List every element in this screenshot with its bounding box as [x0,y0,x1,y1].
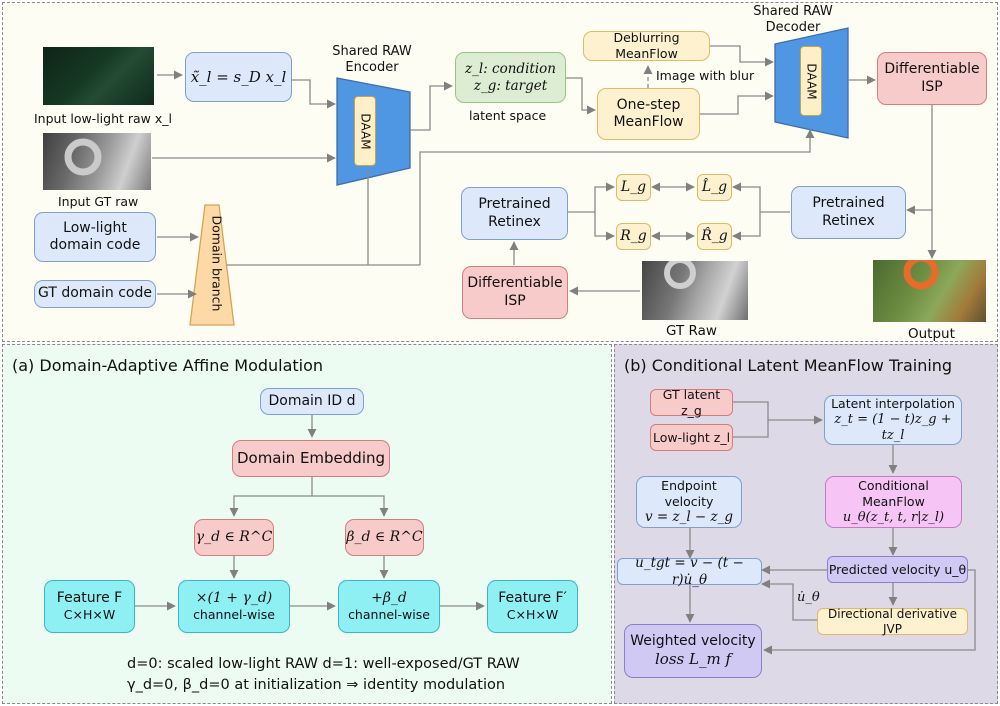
one-step-meanflow-box: One-step MeanFlow [597,88,700,140]
feature-output-shape: C×H×W [506,607,559,623]
scaled-input-box: x̃_l = s_D x_l [185,52,292,102]
weighted-velocity-loss-label: Weighted velocity [630,632,756,649]
latent-condition-text: z_l: condition [465,60,556,77]
decoder-daam-module: DAAM [800,46,822,116]
daam-note-domain: d=0: scaled low-light RAW d=1: well-expo… [127,656,520,672]
feature-input-box: Feature F C×H×W [44,580,135,633]
channel-add-formula: +β_d [371,589,407,606]
encoder-daam-label: DAAM [358,112,373,150]
input-gt-raw-label: Input GT raw [58,194,139,209]
endpoint-velocity-formula: v = z_l − z_g [644,509,734,526]
conditional-meanflow-formula: u_θ(z_t, t, r|z_l) [842,509,945,525]
gt-raw-lifebuoy-icon [664,257,696,289]
pretrained-retinex-right-box: Pretrained Retinex [791,186,906,239]
lowlight-domain-code-box: Low-light domain code [34,212,156,262]
arrow-jvp-to-utgt [761,579,817,621]
lowlight-latent-box: Low-light z_l [650,424,733,451]
L-g-box: L_g [616,174,651,201]
arrow-deblur-to-decoder [710,45,774,67]
domain-branch-shape [189,204,235,326]
lifebuoy-icon [64,138,102,176]
channel-multiply-formula: ×(1 + γ_d) [195,589,273,606]
gt-raw-label: GT Raw [666,323,717,339]
decoder-daam-label: DAAM [804,62,819,100]
latent-target-text: z_g: target [473,77,548,94]
conditional-meanflow-label: Conditional MeanFlow [858,478,929,509]
feature-input-shape: C×H×W [63,607,116,623]
line-gtlatent-to-interp [733,401,769,420]
R-hat-g-box: R̂_g [697,223,732,250]
domain-embedding-box: Domain Embedding [232,440,390,477]
latent-space-caption: latent space [469,108,547,123]
gamma-box: γ_d ∈ R^C [194,519,274,556]
weighted-velocity-loss-formula: loss L_m f [655,650,731,669]
output-image [873,254,986,322]
predicted-velocity-box: Predicted velocity u_θ [827,556,968,583]
channel-multiply-box: ×(1 + γ_d) channel-wise [178,580,290,633]
line-embedding-to-beta [312,495,389,517]
arrow-predicted-to-loss [763,569,976,655]
daam-panel-title: (a) Domain-Adaptive Affine Modulation [12,356,324,375]
output-label: Output [908,326,955,342]
arrow-to-Lhat [732,182,761,212]
gt-domain-code-box: GT domain code [34,280,156,308]
feature-input-label: Feature F [56,589,123,606]
latent-interpolation-label: Latent interpolation [831,395,955,411]
gt-raw-image [642,257,748,320]
gt-latent-box: GT latent z_g [650,387,733,418]
arrow-latent-to-meanflow [566,77,596,115]
arrow-meanflow-to-decoder [700,91,774,115]
endpoint-velocity-label: Endpoint velocity [661,477,717,509]
line-lowlight-to-interp [733,415,823,438]
line-branch-to-decoder [419,129,815,265]
endpoint-velocity-box: Endpoint velocity v = z_l − z_g [636,476,742,528]
latent-space-box: z_l: condition z_g: target [455,52,566,103]
differentiable-isp-top-box: Differentiable ISP [877,52,987,105]
feature-output-label: Feature F′ [498,589,567,606]
weighted-velocity-loss-box: Weighted velocity loss L_m f [624,624,762,678]
arrow-encoder-to-latent [410,81,453,131]
decoder-title: Shared RAW Decoder [753,4,833,35]
channel-add-note: channel-wise [348,607,430,623]
R-g-box: R_g [616,223,651,250]
latent-interpolation-formula: z_t = (1 − t)z_g + tz_l [834,411,952,443]
channel-multiply-note: channel-wise [193,607,275,623]
pretrained-retinex-left-box: Pretrained Retinex [461,187,568,240]
arrow-to-Lg [594,182,615,212]
differentiable-isp-bottom-box: Differentiable ISP [462,266,568,319]
feature-output-box: Feature F′ C×H×W [487,580,578,633]
input-lowlight-image [43,47,154,105]
deblurring-meanflow-box: Deblurring MeanFlow [583,30,710,61]
input-lowlight-label: Input low-light raw x_l [34,111,172,126]
jvp-box: Directional derivative JVP [817,607,968,636]
beta-box: β_d ∈ R^C [345,519,424,556]
daam-note-init: γ_d=0, β_d=0 at initialization ⇒ identit… [127,677,506,693]
u-dot-theta-label: u̇_θ [797,590,820,605]
latent-interpolation-box: Latent interpolation z_t = (1 − t)z_g + … [824,395,962,445]
domain-branch-label: Domain branch [209,215,225,312]
domain-id-box: Domain ID d [260,388,364,415]
input-gt-raw-image [43,133,151,190]
encoder-title: Shared RAW Encoder [332,44,412,76]
arrow-scale-to-encoder [292,79,336,109]
meanflow-panel-title: (b) Conditional Latent MeanFlow Training [624,356,953,375]
conditional-meanflow-box: Conditional MeanFlow u_θ(z_t, t, r|z_l) [825,476,962,528]
arrow-to-Rhat [732,212,761,241]
channel-add-box: +β_d channel-wise [338,580,440,633]
L-hat-g-box: L̂_g [697,174,732,201]
u-tgt-box: u_tgt = v − (t − r)u̇_θ [617,555,762,588]
line-embedding-split [229,477,313,517]
encoder-daam-module: DAAM [354,96,376,166]
arrow-to-Rg [594,212,615,241]
image-with-blur-label: Image with blur [656,68,755,83]
output-lifebuoy-icon [903,254,939,290]
